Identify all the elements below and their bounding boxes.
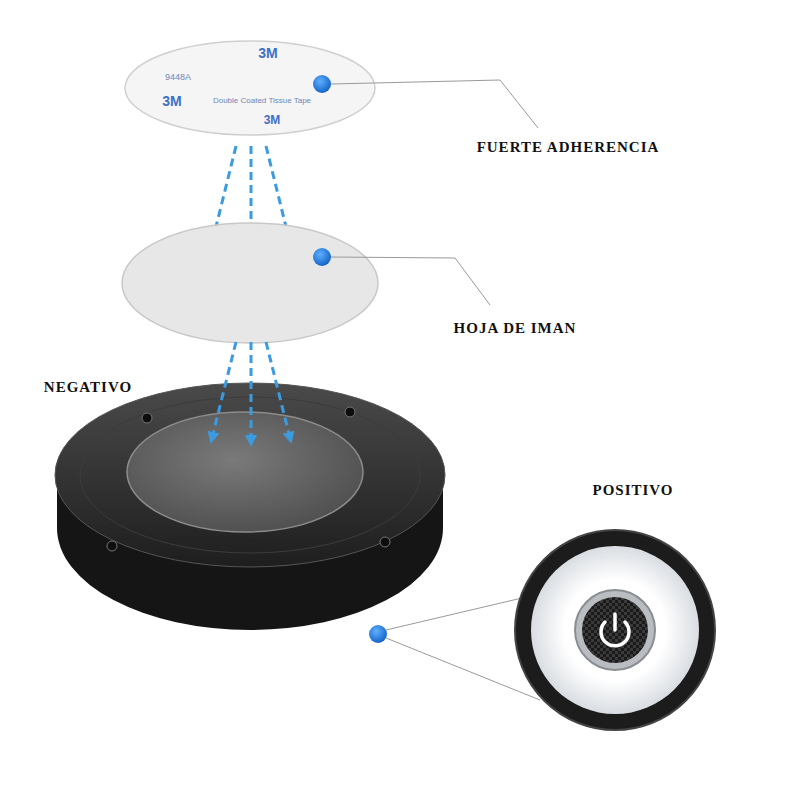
light-front-view	[515, 530, 715, 730]
tape-print: Double Coated Tissue Tape	[213, 97, 311, 106]
tape-print: 3M	[258, 46, 277, 61]
leader-line	[386, 598, 522, 630]
callout-dot	[313, 75, 331, 93]
leader-line	[331, 80, 538, 128]
part-label: HOJA DE IMAN	[454, 320, 577, 337]
tape-print: 9448A	[165, 73, 191, 83]
callout-dot	[369, 625, 387, 643]
assembly-arrows	[212, 342, 290, 441]
tape-print: 3M	[162, 94, 181, 109]
tape-print: 3M	[264, 114, 281, 127]
callout-dot	[313, 248, 331, 266]
magnet-sheet	[122, 223, 378, 343]
part-label: FUERTE ADHERENCIA	[477, 139, 660, 156]
pole-label: NEGATIVO	[44, 379, 132, 396]
pole-label: POSITIVO	[592, 482, 673, 499]
leader-line	[331, 257, 490, 305]
adhesive-disc	[125, 41, 375, 135]
